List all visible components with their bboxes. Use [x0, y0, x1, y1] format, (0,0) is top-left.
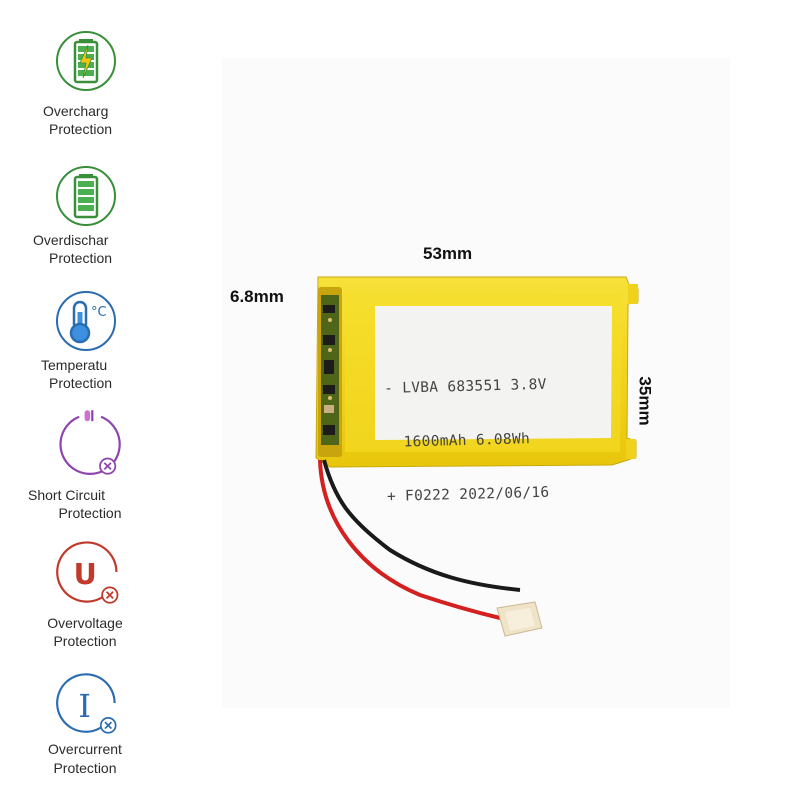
feature-label-line1: Temperatu — [41, 357, 108, 373]
battery-wires — [318, 459, 521, 620]
battery-label-line1: - LVBA 683551 3.8V — [383, 376, 547, 397]
battery-connector — [496, 601, 543, 637]
battery-label-line2: 1600mAh 6.08Wh — [385, 431, 531, 451]
dimension-width: 53mm — [423, 244, 473, 263]
battery-charge-icon — [56, 31, 116, 91]
thermo-unit-text: °C — [91, 305, 107, 320]
battery-label-sticker — [375, 306, 612, 440]
protection-pcb — [318, 287, 342, 457]
feature-label-line2: Protection — [53, 760, 117, 776]
voltage-u-icon: U — [56, 541, 119, 604]
feature-label-line2: Protection — [49, 375, 113, 391]
feature-label-line2: Protection — [53, 633, 117, 649]
feature-label-line1: Overvoltage — [47, 615, 123, 631]
feature-label-line2: Protection — [49, 121, 113, 137]
thermometer-icon: °C — [56, 291, 116, 351]
current-letter: I — [78, 687, 91, 725]
feature-label-line1: Overdischar — [33, 232, 109, 248]
battery-label-line3: + F0222 2022/06/16 — [386, 484, 550, 505]
current-i-icon: I — [56, 673, 117, 734]
voltage-letter: U — [74, 558, 97, 591]
battery-full-icon — [56, 166, 116, 226]
feature-label-line2: Protection — [58, 505, 122, 521]
feature-sidebar: Overcharg Protection Overdischar Protect… — [0, 0, 170, 800]
battery-label-text: - LVBA 683551 3.8V 1600mAh 6.08Wh + F022… — [383, 340, 550, 524]
dimension-height: 35mm — [635, 376, 655, 426]
short-circuit-icon — [59, 410, 121, 475]
feature-label-line1: Overcharg — [43, 103, 109, 119]
dimension-thickness: 6.8mm — [230, 287, 284, 306]
feature-label-line1: Short Circuit — [28, 487, 106, 503]
feature-label-line1: Overcurrent — [48, 741, 122, 757]
feature-label-line2: Protection — [49, 250, 113, 266]
